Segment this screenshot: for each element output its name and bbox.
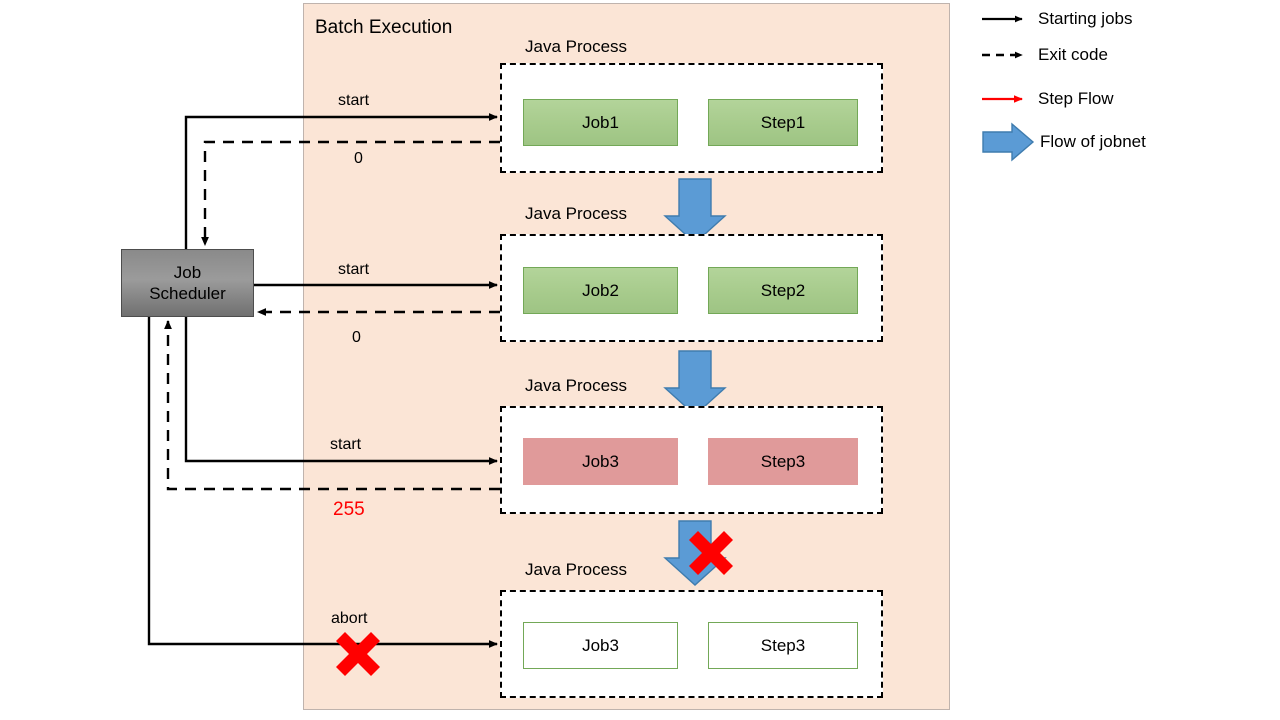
edge-label-start-3: start — [330, 436, 362, 453]
legend-label-exit-code: Exit code — [1038, 45, 1108, 64]
edge-label-exit-2: 0 — [352, 329, 361, 346]
legend-label-starting-jobs: Starting jobs — [1038, 9, 1133, 28]
java-process-3-label: Java Process — [525, 376, 628, 395]
job-node-3-label: Job3 — [582, 451, 619, 471]
jobnet-arrow-3 — [663, 520, 727, 586]
legend-marker-flow-of-jobnet — [982, 122, 1035, 162]
job-node-2[interactable]: Job2 — [523, 267, 678, 314]
java-process-1-label: Java Process — [525, 37, 628, 56]
step-node-3[interactable]: Step3 — [708, 438, 858, 485]
job-scheduler-label-line2: Scheduler — [149, 284, 226, 303]
step-node-3-label: Step3 — [760, 451, 806, 471]
jobnet-arrow-1 — [663, 178, 727, 244]
error-cross-abort-icon — [336, 632, 380, 676]
edge-start-3 — [184, 317, 498, 465]
step-node-2-label: Step2 — [760, 280, 806, 300]
job-scheduler-box[interactable]: Job Scheduler — [121, 249, 254, 317]
legend-label-step-flow: Step Flow — [1038, 89, 1114, 108]
edge-abort — [147, 317, 498, 648]
edge-start-1 — [184, 113, 498, 249]
batch-execution-title: Batch Execution — [315, 17, 453, 38]
edge-label-exit-1: 0 — [354, 150, 363, 167]
jobnet-arrow-2 — [663, 350, 727, 416]
step-node-4-label: Step3 — [760, 635, 806, 655]
java-process-2-label: Java Process — [525, 204, 628, 223]
job-node-1[interactable]: Job1 — [523, 99, 678, 146]
job-node-2-label: Job2 — [582, 280, 619, 300]
edge-exit-3 — [164, 320, 500, 491]
job-node-1-label: Job1 — [582, 112, 619, 132]
job-node-4-label: Job3 — [582, 635, 619, 655]
step-node-1[interactable]: Step1 — [708, 99, 858, 146]
edge-label-start-2: start — [338, 261, 370, 278]
step-node-4[interactable]: Step3 — [708, 622, 858, 669]
edge-label-abort: abort — [331, 610, 368, 627]
job-node-4[interactable]: Job3 — [523, 622, 678, 669]
step-node-1-label: Step1 — [760, 112, 806, 132]
java-process-4-label: Java Process — [525, 560, 628, 579]
error-cross-jobnet-icon — [689, 531, 733, 575]
edge-exit-1 — [201, 140, 500, 246]
step-node-2[interactable]: Step2 — [708, 267, 858, 314]
edge-label-exit-3: 255 — [333, 499, 365, 520]
job-node-3[interactable]: Job3 — [523, 438, 678, 485]
edge-label-start-1: start — [338, 92, 370, 109]
job-scheduler-label-line1: Job — [173, 263, 202, 282]
legend-label-flow-of-jobnet: Flow of jobnet — [1040, 132, 1146, 151]
